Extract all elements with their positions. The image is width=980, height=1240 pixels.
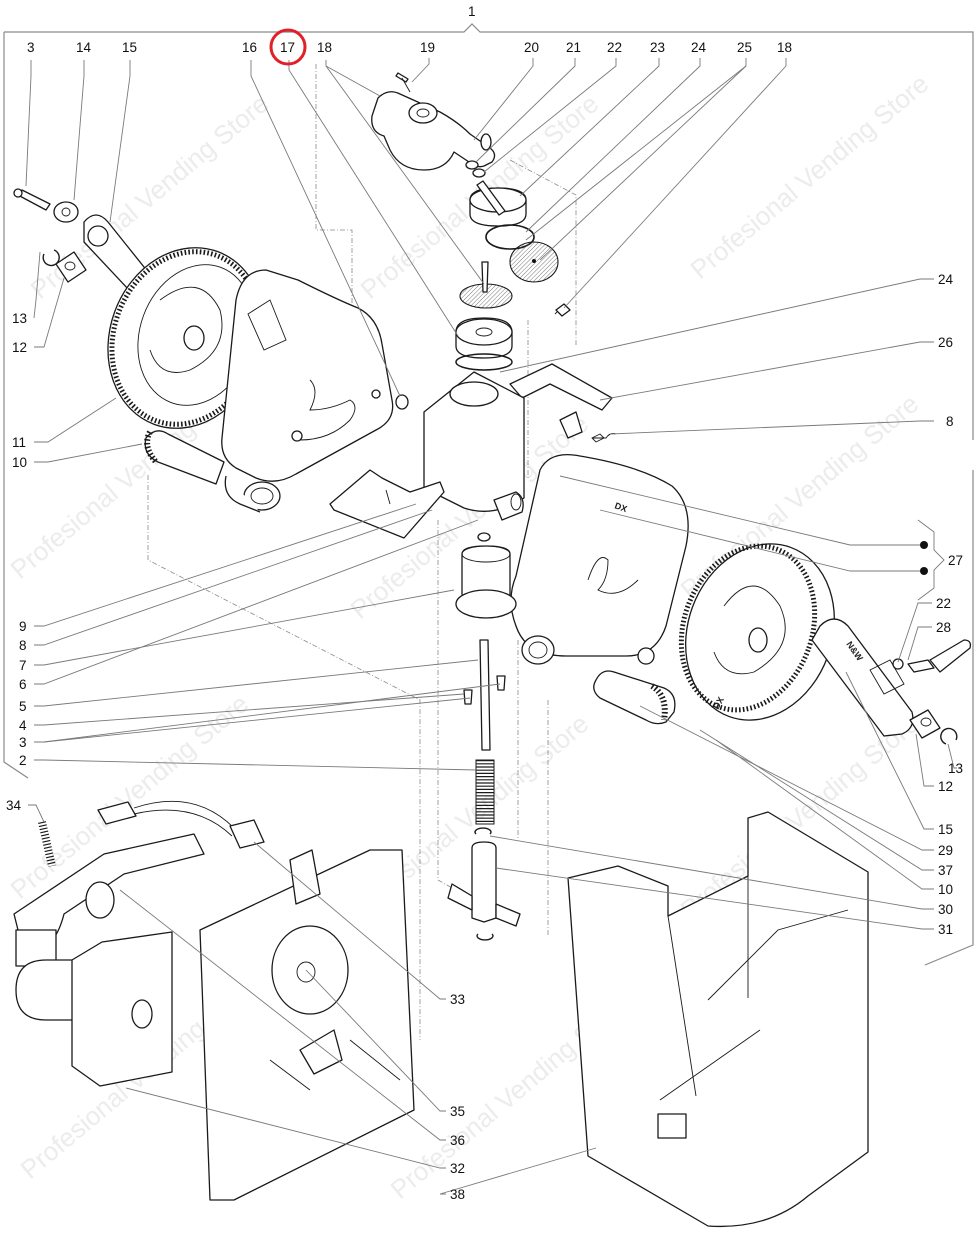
callout-label-right: 26 bbox=[938, 335, 953, 350]
dx-stamp: DX bbox=[613, 500, 628, 514]
callout-label-top: 20 bbox=[524, 40, 539, 55]
part-31-tee-fitting bbox=[447, 841, 521, 941]
part-15-lever-right: N&W bbox=[811, 618, 914, 737]
callout-label-right: 12 bbox=[938, 779, 953, 794]
callout-label-right: 31 bbox=[938, 922, 953, 937]
part-10-pinion-left bbox=[144, 430, 225, 485]
callout-label-top: 15 bbox=[122, 40, 137, 55]
callout-label-left: 6 bbox=[19, 677, 27, 692]
callout-label-right: 10 bbox=[938, 882, 953, 897]
callout-27-dot-bottom bbox=[920, 567, 928, 575]
callout-label-left: 13 bbox=[12, 311, 27, 326]
part-2-spring bbox=[475, 759, 495, 825]
part-large-gear-right: DX bbox=[678, 543, 835, 721]
callout-label-right: 28 bbox=[936, 620, 951, 635]
callout-27-dot-top bbox=[920, 541, 928, 549]
part-filter-disk bbox=[459, 261, 513, 309]
callout-label-right: 22 bbox=[936, 596, 951, 611]
assembly-frame bbox=[3, 23, 974, 966]
part-38-hopper bbox=[567, 811, 869, 1228]
callout-label-top: 14 bbox=[76, 40, 92, 55]
callout-label-left: 7 bbox=[19, 658, 27, 673]
part-24-oring bbox=[485, 224, 535, 250]
callout-label-left: 4 bbox=[19, 718, 27, 733]
callout-label-top: 21 bbox=[566, 40, 581, 55]
part-washer-small-right bbox=[637, 647, 655, 665]
callout-label-bottom: 35 bbox=[450, 1104, 465, 1119]
callout-label-bottom: 33 bbox=[450, 992, 465, 1007]
callout-label-bottom: 32 bbox=[450, 1161, 465, 1176]
watermark: Profesional Vending Store bbox=[685, 68, 935, 284]
part-23-piston bbox=[469, 180, 527, 227]
part-19-screw bbox=[395, 72, 411, 93]
part-3-screw bbox=[13, 188, 51, 211]
callout-label-left: 11 bbox=[12, 435, 26, 450]
part-7-shaft-mount bbox=[455, 545, 517, 619]
part-34-spring bbox=[38, 821, 56, 867]
part-28-knob bbox=[907, 639, 972, 673]
part-33-mounting-plate bbox=[199, 849, 415, 1201]
part-5-4-screws bbox=[463, 675, 506, 705]
part-29-pinion-right bbox=[593, 670, 676, 725]
callout-label-right: 15 bbox=[938, 822, 953, 837]
part-18-screw bbox=[554, 303, 571, 317]
part-9-hinge-bracket bbox=[329, 469, 445, 539]
callout-label-left: 5 bbox=[19, 699, 27, 714]
callout-label-top: 3 bbox=[27, 40, 35, 55]
part-16-frame-left bbox=[221, 269, 394, 513]
callout-label-bottom: 36 bbox=[450, 1133, 465, 1148]
callout-label-top: 19 bbox=[420, 40, 435, 55]
callout-labels: 1 3 14 15 16 17 18 19 20 21 22 23 24 25 … bbox=[6, 4, 963, 1202]
part-13-circlip-left bbox=[42, 249, 60, 267]
callout-label-top: 18 bbox=[777, 40, 792, 55]
part-14-bushing bbox=[53, 201, 79, 223]
callout-label-left: 34 bbox=[6, 798, 22, 813]
callout-label-left: 10 bbox=[12, 455, 27, 470]
callout-label-left: 8 bbox=[19, 638, 27, 653]
callout-label-right: 13 bbox=[948, 761, 963, 776]
part-17-piston-head bbox=[455, 317, 513, 371]
part-motor bbox=[15, 931, 173, 1087]
part-13-circlip-right bbox=[940, 727, 958, 745]
part-frame-right: DX bbox=[510, 453, 689, 665]
callout-label-right: 29 bbox=[938, 843, 953, 858]
part-20-upper-housing bbox=[371, 91, 496, 171]
part-12-washer-left bbox=[55, 251, 87, 283]
leader-lines bbox=[25, 58, 957, 1195]
part-bracket-left bbox=[13, 833, 205, 967]
callout-label-left: 3 bbox=[19, 735, 27, 750]
part-25-filter-disk bbox=[509, 241, 559, 283]
callout-label-top: 24 bbox=[691, 40, 707, 55]
callout-label-bottom: 38 bbox=[450, 1187, 465, 1202]
part-oring-shaft-top bbox=[477, 532, 491, 542]
part-21-22-orings bbox=[465, 160, 486, 178]
part-12-washer-right bbox=[909, 709, 941, 739]
callout-label-1: 1 bbox=[468, 4, 476, 19]
callout-label-left: 12 bbox=[12, 340, 27, 355]
part-30-clip bbox=[474, 827, 492, 835]
part-3-shaft bbox=[479, 639, 491, 751]
callout-label-top: 23 bbox=[650, 40, 665, 55]
callout-label-left: 9 bbox=[19, 619, 27, 634]
callout-label-right: 8 bbox=[946, 414, 954, 429]
part-8-spring-small bbox=[591, 433, 617, 443]
callout-label-17-highlighted: 17 bbox=[280, 40, 295, 55]
callout-label-top: 22 bbox=[607, 40, 622, 55]
callout-label-right: 27 bbox=[948, 553, 963, 568]
part-microswitch-cable bbox=[97, 800, 265, 849]
part-washer-small-left bbox=[395, 394, 409, 410]
callout-label-right: 30 bbox=[938, 902, 953, 917]
highlight-circle bbox=[269, 28, 307, 66]
part-central-body bbox=[423, 371, 525, 521]
callout-label-top: 18 bbox=[317, 40, 332, 55]
callout-label-top: 16 bbox=[242, 40, 257, 55]
callout-label-top: 25 bbox=[737, 40, 752, 55]
callout-label-right: 37 bbox=[938, 863, 953, 878]
part-22-washer-right bbox=[892, 658, 904, 670]
callout-label-left: 2 bbox=[19, 753, 27, 768]
callout-label-right: 24 bbox=[938, 272, 954, 287]
